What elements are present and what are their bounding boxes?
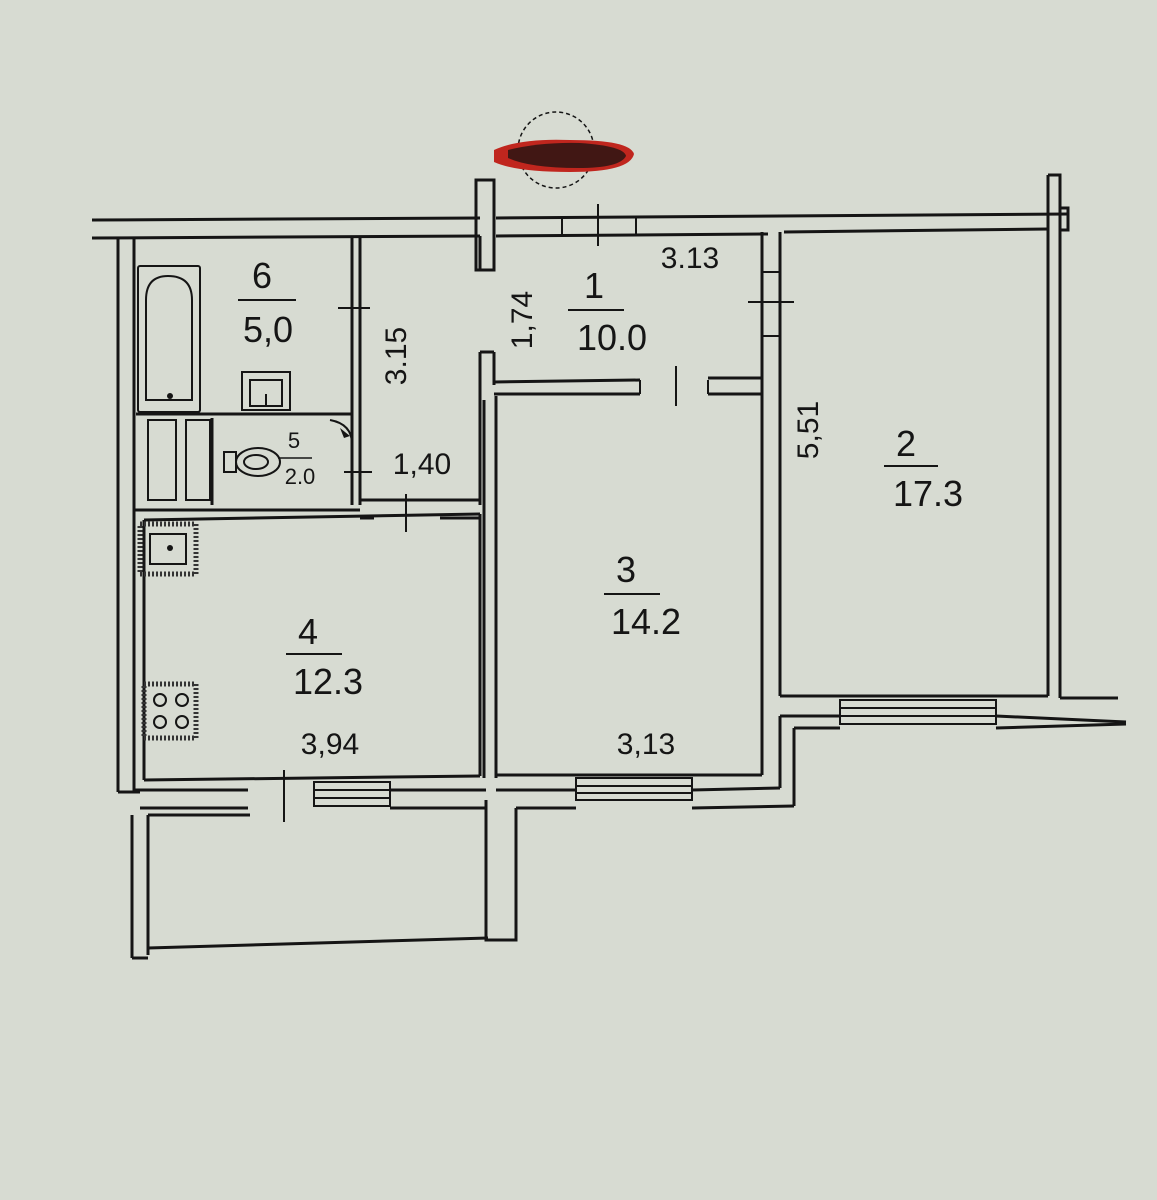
redaction-mark-icon — [494, 111, 634, 189]
washbasin-icon — [241, 371, 291, 411]
openings — [283, 204, 997, 822]
room-3-label: 3 14.2 — [604, 549, 681, 642]
stove-icon — [141, 681, 199, 741]
room-6-number: 6 — [252, 255, 272, 296]
room-6-area: 5,0 — [243, 309, 293, 350]
room-3-area: 14.2 — [611, 601, 681, 642]
dimension-corridor-length: 3.15 — [380, 327, 413, 385]
dimension-hall-width: 3.13 — [661, 242, 719, 275]
room-4-number: 4 — [298, 611, 318, 652]
bathtub-icon — [137, 265, 201, 413]
dimension-room2-length: 5,51 — [792, 401, 825, 459]
dimension-room3-width: 3,13 — [617, 728, 675, 761]
sink-icon — [137, 521, 199, 577]
interior-walls — [132, 232, 1048, 782]
room2-window — [839, 699, 997, 725]
kitchen-window — [313, 781, 391, 807]
room-4-label: 4 12.3 — [286, 611, 363, 702]
room-1-number: 1 — [584, 265, 604, 306]
room-5-label: 5 2.0 — [278, 428, 315, 489]
dimension-hall-depth: 1,74 — [506, 291, 539, 349]
room3-window — [575, 777, 693, 801]
dimension-kitchen-width: 3,94 — [301, 728, 359, 761]
toilet-icon — [223, 447, 281, 477]
wc-door-swing — [329, 419, 353, 445]
exterior-walls — [91, 173, 1127, 960]
room-5-number: 5 — [288, 428, 300, 453]
room-2-label: 2 17.3 — [884, 423, 963, 514]
room-4-area: 12.3 — [293, 661, 363, 702]
room-1-area: 10.0 — [577, 317, 647, 358]
room-1-label: 1 10.0 — [568, 265, 647, 358]
room-5-area: 2.0 — [285, 464, 316, 489]
shelf-units — [147, 419, 211, 501]
room-6-label: 6 5,0 — [238, 255, 296, 350]
room-2-number: 2 — [896, 423, 916, 464]
dimension-corridor-width: 1,40 — [393, 448, 451, 481]
room-2-area: 17.3 — [893, 473, 963, 514]
room-3-number: 3 — [616, 549, 636, 590]
